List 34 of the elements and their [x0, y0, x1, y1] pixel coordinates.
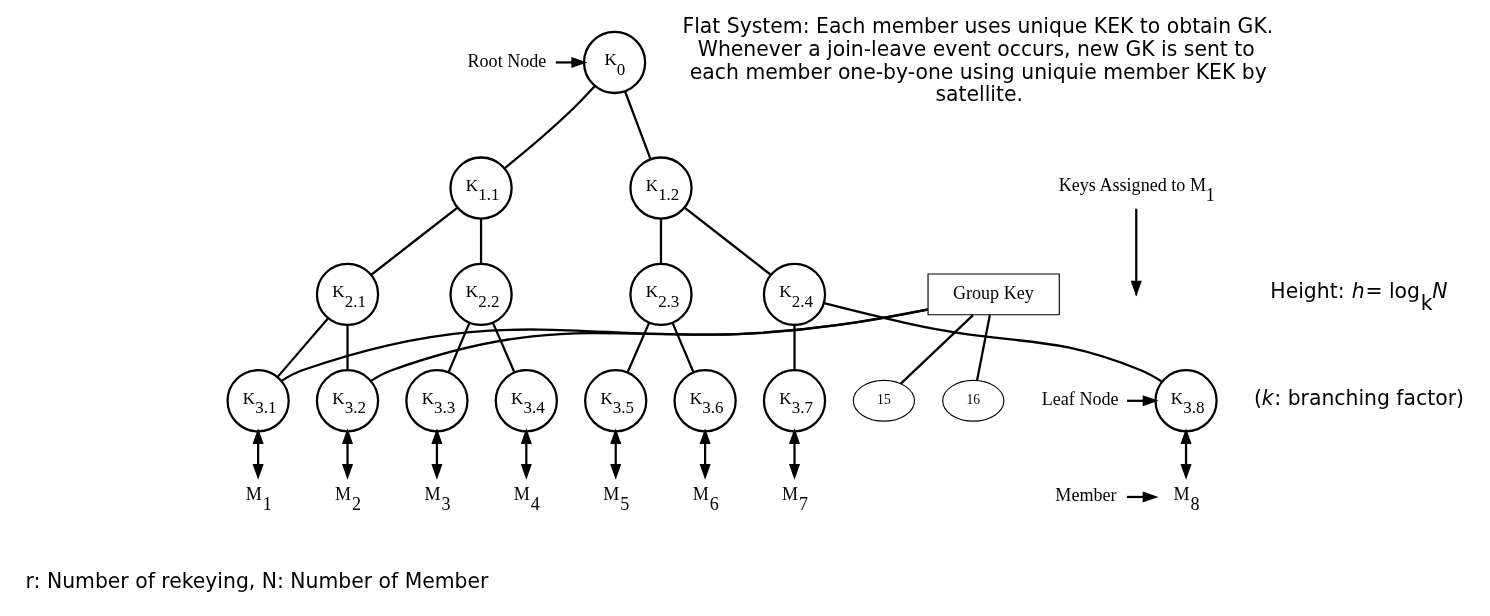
- connector: [975, 314, 991, 381]
- connector: [491, 322, 516, 373]
- label: Flat System: Each member uses unique KEK to obtain GK. Whenever a join-leave event occurs, new GK is sent to each member one-by-one using uniquie member KEK by satellite.: [682, 14, 1274, 107]
- connector: [793, 325, 796, 371]
- connector: [447, 322, 471, 373]
- connector: [370, 206, 459, 276]
- arrow: [788, 428, 801, 480]
- node-text: Root Node: [467, 50, 547, 71]
- connector: [346, 325, 349, 371]
- arrow: [1180, 428, 1192, 480]
- arrow: [431, 428, 443, 480]
- node-ellipse: 15: [852, 379, 916, 422]
- arrow: [699, 428, 711, 480]
- arrow: [252, 428, 264, 480]
- connector: [276, 317, 329, 378]
- arrow: [555, 56, 588, 68]
- label: r: Number of rekeying, N: Number of Member: [25, 568, 489, 593]
- node-text: Leaf Node: [1041, 389, 1119, 410]
- connector: [823, 302, 1163, 383]
- arrow: [610, 428, 622, 480]
- node-text: Member: [1055, 485, 1117, 506]
- connector: [683, 206, 772, 276]
- connector: [623, 90, 652, 160]
- node-ellipse: 16: [942, 379, 1005, 422]
- connector: [626, 322, 651, 373]
- label: (k: branching factor): [1253, 385, 1464, 410]
- connector: [900, 314, 974, 385]
- connector: [479, 218, 483, 264]
- connector: [503, 85, 596, 170]
- arrow: [341, 428, 354, 480]
- connector: [659, 218, 663, 264]
- connector: [671, 322, 695, 373]
- arrow: [520, 428, 532, 480]
- node-box: Group Key: [927, 273, 1060, 316]
